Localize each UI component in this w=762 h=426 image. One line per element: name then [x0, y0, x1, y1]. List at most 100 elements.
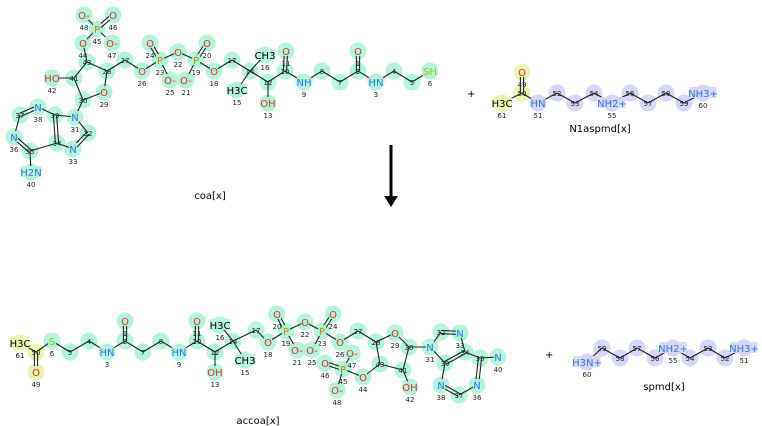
atom-number: 38 — [34, 116, 43, 124]
atom-number: 1 — [356, 60, 360, 68]
atom-number: 37 — [455, 392, 464, 400]
atom-symbol-O: O- — [291, 346, 303, 357]
atom-number: 8 — [320, 68, 324, 76]
atom-symbol-O: O — [203, 39, 211, 50]
atom-number: 50 — [32, 349, 41, 357]
atom-label-bg — [120, 315, 130, 326]
atom-number: 25 — [308, 359, 317, 367]
bond — [142, 340, 162, 353]
atom-label-bg — [517, 66, 527, 77]
atom-label-bg — [173, 46, 183, 57]
atom-label-bg — [9, 337, 31, 348]
atom-label-bg — [209, 65, 219, 76]
atom-label-bg — [353, 45, 363, 56]
atom-number: 54 — [686, 355, 695, 363]
atom-label-bg — [226, 84, 248, 95]
atom-number: 61 — [498, 112, 507, 120]
atom-symbol-O: OH — [207, 368, 222, 379]
atom-symbol-O: O — [146, 39, 154, 50]
atom-number: 24 — [146, 52, 155, 60]
atom-number: 60 — [583, 371, 592, 379]
atom-number: 32 — [84, 130, 93, 138]
atom-number: 4 — [392, 68, 397, 76]
atom-number: 3 — [105, 361, 109, 369]
atom-label-bg — [260, 97, 276, 108]
atom-number: 14 — [246, 68, 255, 76]
atom-symbol-N: NH3+ — [729, 344, 759, 355]
atom-number: 26 — [138, 80, 147, 88]
atom-label-bg — [402, 381, 418, 392]
atom-number: 41 — [399, 367, 408, 375]
atom-label-bg — [78, 37, 88, 48]
bond — [249, 70, 269, 83]
atom-number: 39 — [441, 360, 450, 368]
atom-symbol-O: O- — [331, 386, 343, 397]
atom-number: 34 — [461, 349, 470, 357]
molecule-name-accoa: accoa[x] — [236, 416, 279, 426]
atom-number: 46 — [109, 24, 118, 32]
molecule-name-spmd: spmd[x] — [643, 382, 684, 393]
atom-number: 13 — [264, 112, 273, 120]
atom-number: 35 — [26, 148, 35, 156]
bond — [393, 70, 413, 83]
atom-number: 28 — [372, 339, 381, 347]
atom-symbol-N: HN — [531, 99, 546, 110]
atom-label-bg — [47, 335, 57, 346]
atom-number: 21 — [293, 359, 302, 367]
bond — [402, 346, 410, 371]
atom-number: 3 — [374, 91, 378, 99]
atom-label-bg — [328, 308, 338, 319]
atom-number: 18 — [264, 351, 273, 359]
bond — [357, 330, 377, 343]
atom-symbol-O: O — [109, 11, 117, 22]
atom-number: 22 — [174, 61, 183, 69]
atom-symbol-N: HN — [172, 348, 187, 359]
atom-number: 44 — [79, 52, 88, 60]
atom-number: 39 — [51, 112, 60, 120]
atom-label-bg — [281, 325, 291, 336]
atom-number: 22 — [301, 331, 310, 339]
double-bond — [443, 350, 465, 363]
atom-symbol-N: H3N+ — [572, 358, 602, 369]
atom-number: 37 — [16, 112, 25, 120]
bond — [73, 77, 84, 101]
atom-number: 40 — [27, 181, 36, 189]
atom-symbol-C: H3C — [10, 339, 31, 350]
bond — [339, 70, 359, 83]
atom-number: 10 — [281, 68, 290, 76]
atom-label-bg — [178, 74, 194, 85]
atom-number: 10 — [193, 338, 202, 346]
atom-number: 30 — [405, 344, 414, 352]
atom-label-bg — [335, 336, 345, 347]
bond — [124, 340, 144, 353]
bond — [629, 92, 649, 104]
atom-number: 49 — [32, 381, 41, 389]
atom-number: 4 — [87, 338, 92, 346]
atom-number: 42 — [48, 87, 57, 95]
molecule-name-n1aspmd: N1aspmd[x] — [569, 124, 630, 135]
atom-symbol-N: NH2+ — [597, 99, 627, 110]
atom-symbol-N: N — [437, 381, 444, 392]
bond — [379, 363, 404, 371]
atom-symbol-P: P — [283, 327, 289, 338]
atom-number: 34 — [53, 140, 62, 148]
atom-number: 5 — [410, 79, 414, 87]
atom-number: 17 — [252, 327, 261, 335]
atom-label-bg — [99, 346, 115, 357]
atom-label-bg — [344, 347, 360, 358]
atom-symbol-C: H3C — [492, 99, 513, 110]
atom-symbol-N: HN — [369, 78, 384, 89]
atom-number: 23 — [156, 69, 165, 77]
atom-symbol-N: NH — [297, 78, 312, 89]
atom-symbol-O: O — [518, 68, 526, 79]
atom-number: 27 — [121, 57, 130, 65]
atom-number: 40 — [494, 366, 503, 374]
atom-number: 59 — [680, 100, 689, 108]
atom-number: 47 — [108, 52, 117, 60]
molecule-accoa-highlights — [11, 305, 507, 404]
atom-number: 55 — [608, 112, 617, 120]
atom-number: 55 — [669, 357, 678, 365]
atom-symbol-N: NH2+ — [658, 344, 688, 355]
atom-number: 54 — [590, 90, 599, 98]
